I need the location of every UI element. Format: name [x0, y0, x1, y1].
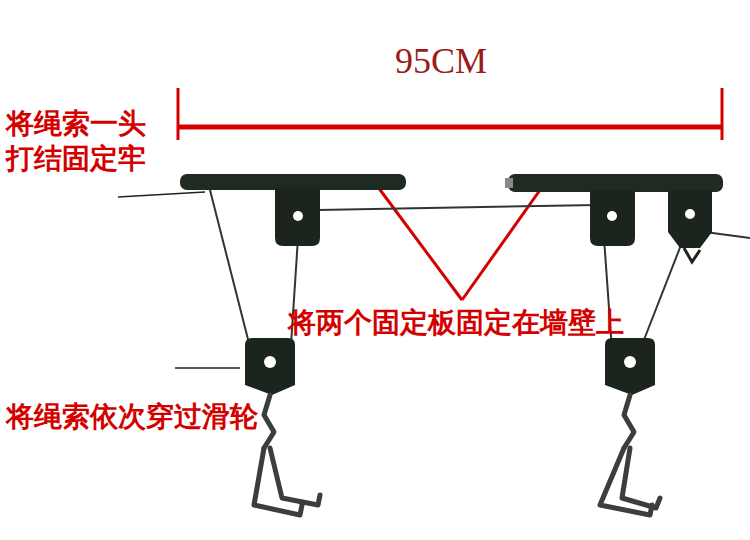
wall-plate	[508, 174, 723, 192]
instruction-label: 将绳索依次穿过滑轮	[6, 400, 258, 434]
instruction-label: 将两个固定板固定在墙壁上	[288, 306, 624, 340]
dimension-tick	[721, 88, 724, 140]
bike-hook	[254, 395, 660, 515]
pulley-bracket	[275, 188, 712, 262]
lower-pulley	[245, 338, 655, 395]
leader-line	[375, 183, 462, 300]
leader-line	[462, 183, 545, 300]
leader-line	[118, 192, 205, 197]
dimension-tick	[177, 88, 180, 140]
plate-end	[505, 178, 513, 188]
dimension-label: 95CM	[395, 40, 487, 83]
instruction-label: 将绳索一头 打结固定牢	[6, 106, 156, 176]
dimension-line	[178, 125, 722, 130]
wall-plate	[180, 174, 406, 190]
leader-line	[175, 367, 240, 369]
